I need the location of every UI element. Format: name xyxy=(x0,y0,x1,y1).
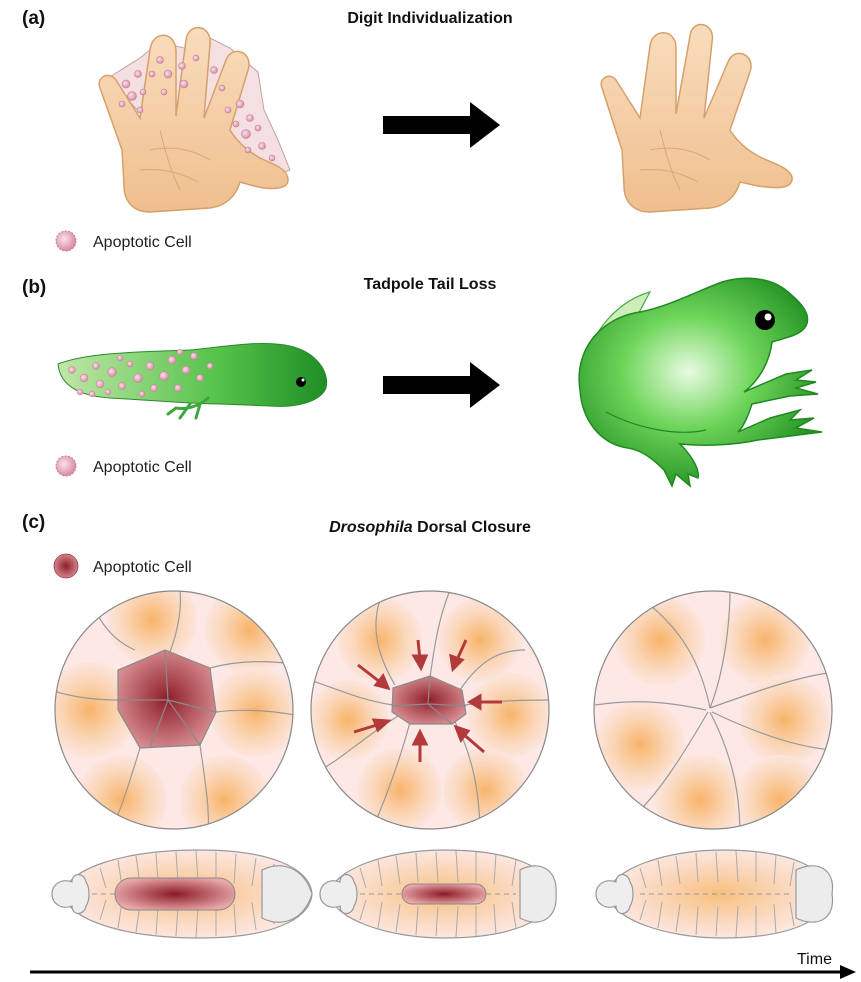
panel-c-title-italic: Drosophila xyxy=(329,519,413,536)
legend-b-label: Apoptotic Cell xyxy=(93,459,192,476)
embryo-icon xyxy=(596,850,833,938)
panel-a-title: Digit Individualization xyxy=(347,10,512,27)
apoptotic-cell-legend-icon-a xyxy=(56,231,76,251)
frog-icon xyxy=(579,278,822,486)
right-arrow-icon xyxy=(383,102,500,148)
time-axis-arrow xyxy=(30,965,856,979)
panel-c-title: Drosophila Dorsal Closure xyxy=(329,519,531,536)
panel-b-letter: (b) xyxy=(22,277,46,298)
time-axis-label: Time xyxy=(797,951,832,968)
legend-a-label: Apoptotic Cell xyxy=(93,234,192,251)
panel-a-letter: (a) xyxy=(22,8,45,29)
apoptotic-cell-legend-icon-c xyxy=(54,554,78,578)
apoptotic-cell-legend-icon-b xyxy=(56,456,76,476)
embryo-icon xyxy=(320,850,556,938)
epithelial-cell-disc-icon xyxy=(590,585,840,845)
legend-c-label: Apoptotic Cell xyxy=(93,559,192,576)
tadpole-icon xyxy=(58,343,327,418)
panel-b-title: Tadpole Tail Loss xyxy=(364,276,497,293)
epithelial-cell-disc-icon xyxy=(306,585,556,835)
embryo-icon xyxy=(52,850,312,938)
hand-with-webbing-icon xyxy=(99,28,290,212)
panel-c-title-rest: Dorsal Closure xyxy=(413,519,531,536)
hand-icon xyxy=(601,25,792,212)
epithelial-cell-disc-icon xyxy=(42,575,300,845)
right-arrow-icon xyxy=(383,362,500,408)
panel-c-letter: (c) xyxy=(22,512,45,533)
